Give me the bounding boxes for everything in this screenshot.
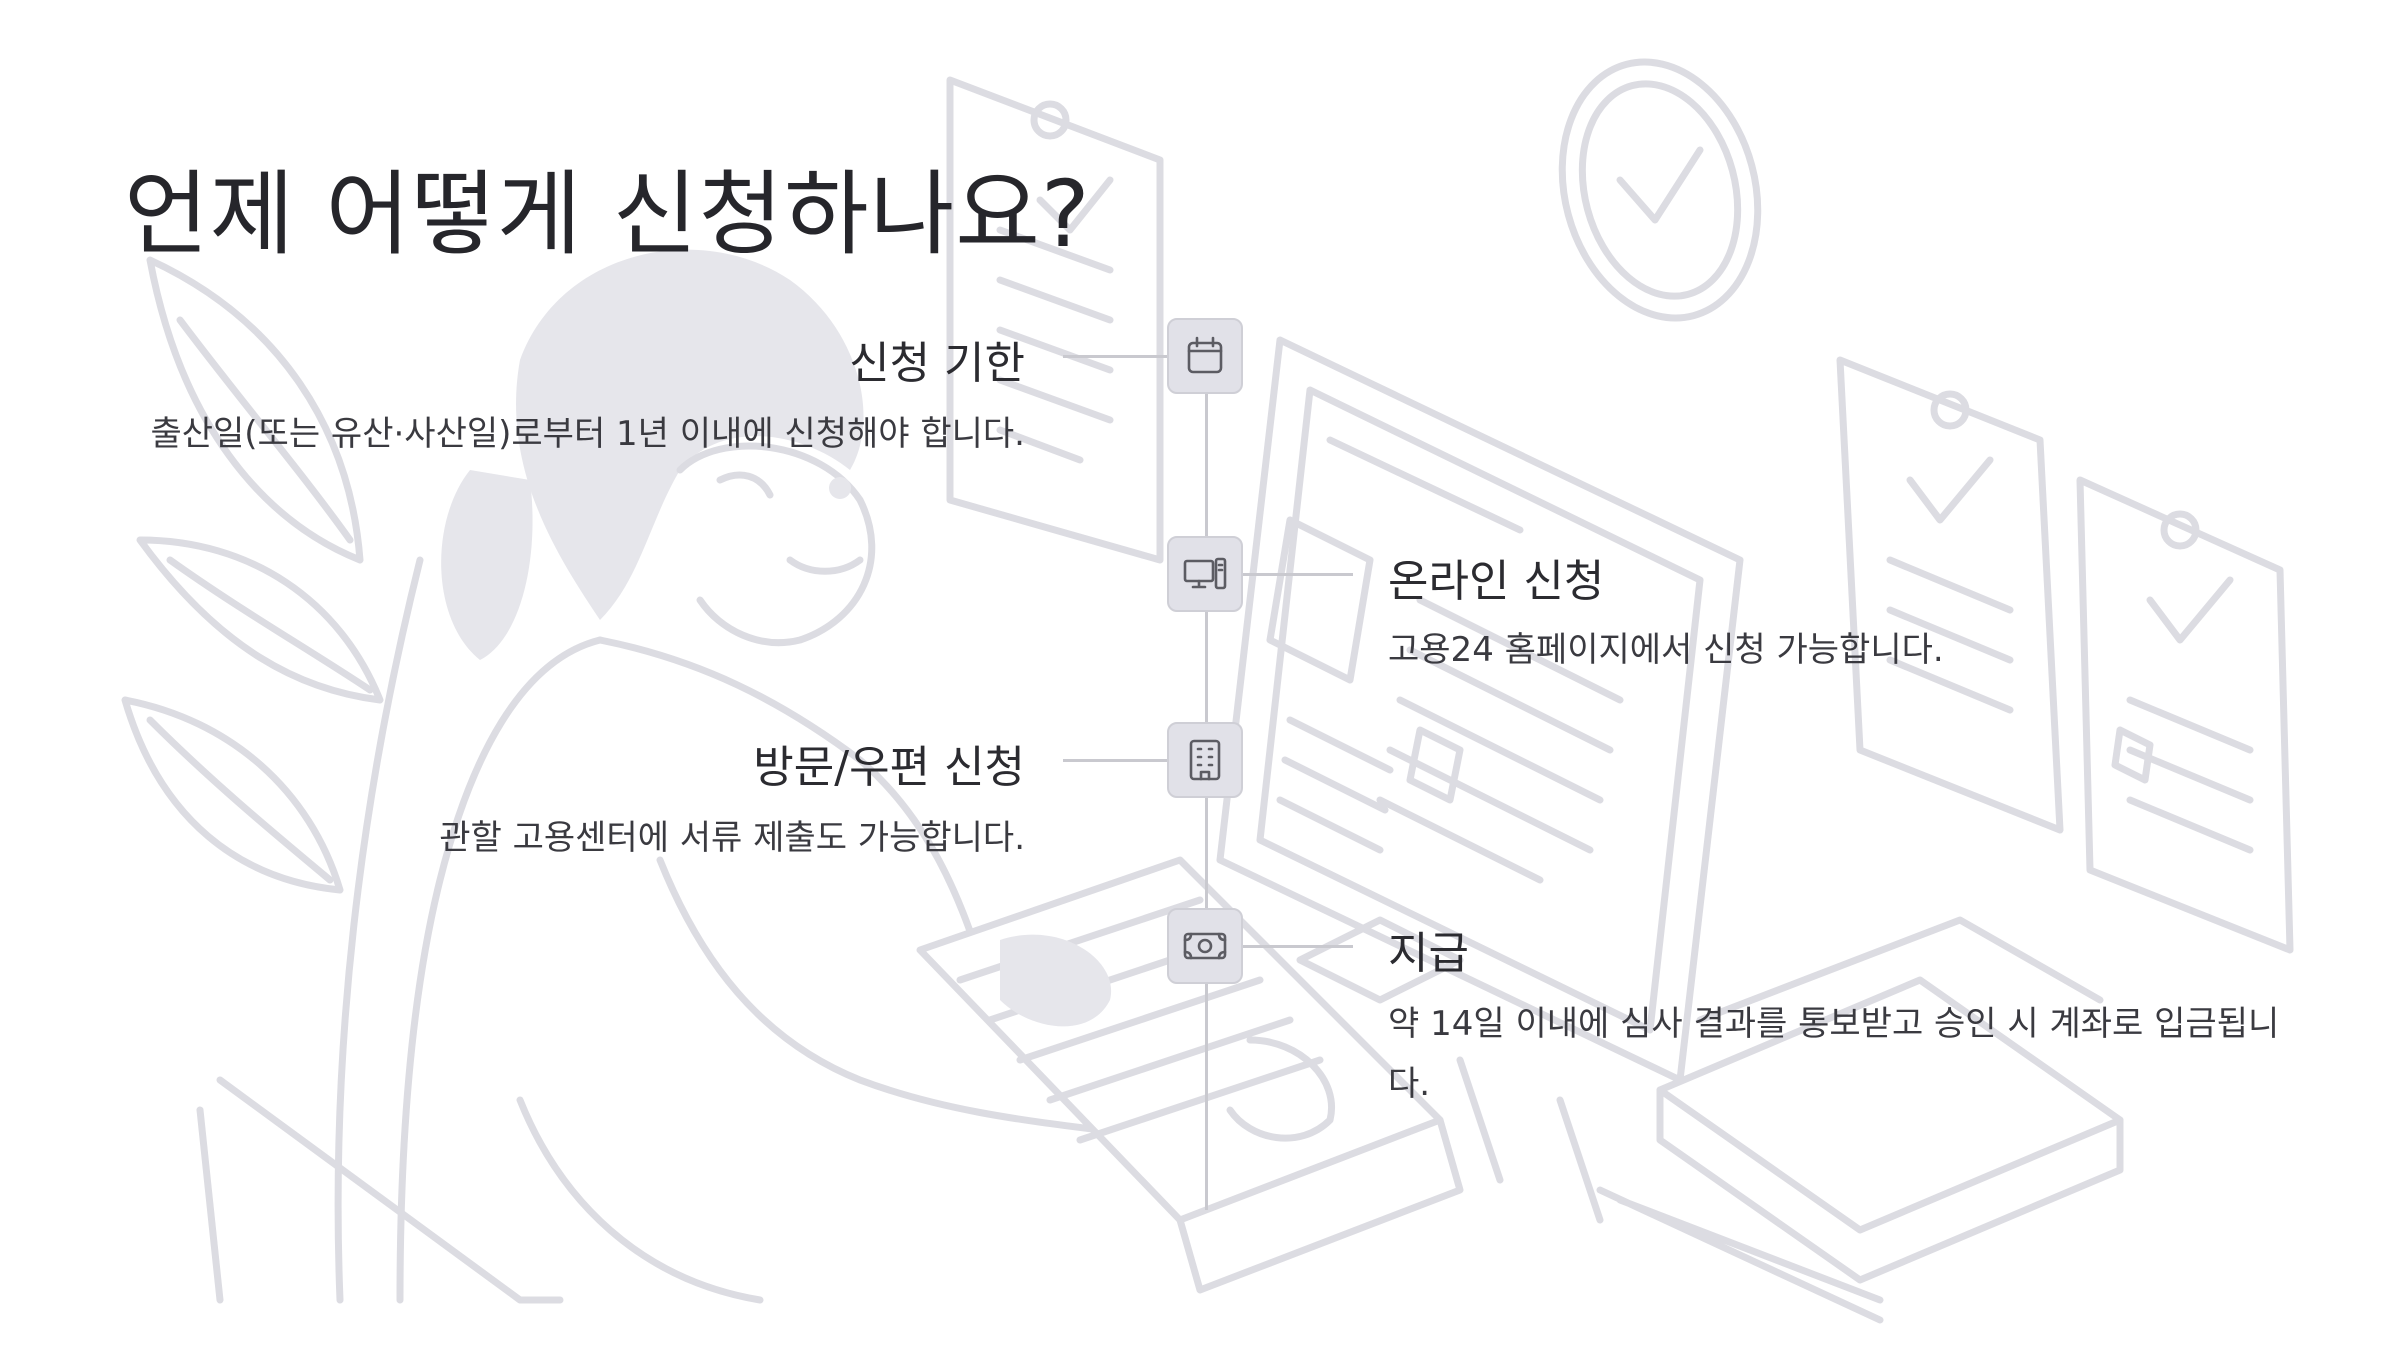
page-title: 언제 어떻게 신청하나요? <box>124 161 1091 268</box>
building-icon <box>1189 739 1221 781</box>
clipboard-illustration <box>946 76 1164 564</box>
step-title: 지급 <box>1388 928 1469 979</box>
step-connector <box>1243 945 1353 948</box>
step-connector <box>1243 573 1353 576</box>
step-description: 관할 고용센터에 서류 제출도 가능합니다. <box>439 818 1025 858</box>
books-illustration <box>1596 916 2124 1324</box>
step-connector <box>1063 759 1167 762</box>
calendar-icon <box>1187 336 1223 374</box>
step-title: 방문/우편 신청 <box>753 742 1025 793</box>
step-description: 출산일(또는 유산·사산일)로부터 1년 이내에 신청해야 합니다. <box>150 414 1025 454</box>
plant-illustration <box>121 256 424 1304</box>
step-icon-badge <box>1167 318 1243 394</box>
right-clipboards-illustration <box>1836 356 2294 954</box>
step-description: 약 14일 이내에 심사 결과를 통보받고 승인 시 계좌로 입금됩니다. <box>1388 1004 2280 1104</box>
step-connector <box>1063 355 1167 358</box>
hands-illustration <box>1000 934 1335 1142</box>
step-icon-badge <box>1167 908 1243 984</box>
check-circle-illustration <box>1558 58 1762 322</box>
step-title: 신청 기한 <box>849 338 1025 389</box>
money-icon <box>1183 932 1227 960</box>
step-description: 고용24 홈페이지에서 신청 가능합니다. <box>1388 630 1944 670</box>
computer-icon <box>1183 557 1227 590</box>
person-illustration <box>196 249 1104 1304</box>
step-icon-badge <box>1167 722 1243 798</box>
monitor-illustration <box>1216 336 1744 1224</box>
step-icon-badge <box>1167 536 1243 612</box>
step-title: 온라인 신청 <box>1388 556 1605 607</box>
